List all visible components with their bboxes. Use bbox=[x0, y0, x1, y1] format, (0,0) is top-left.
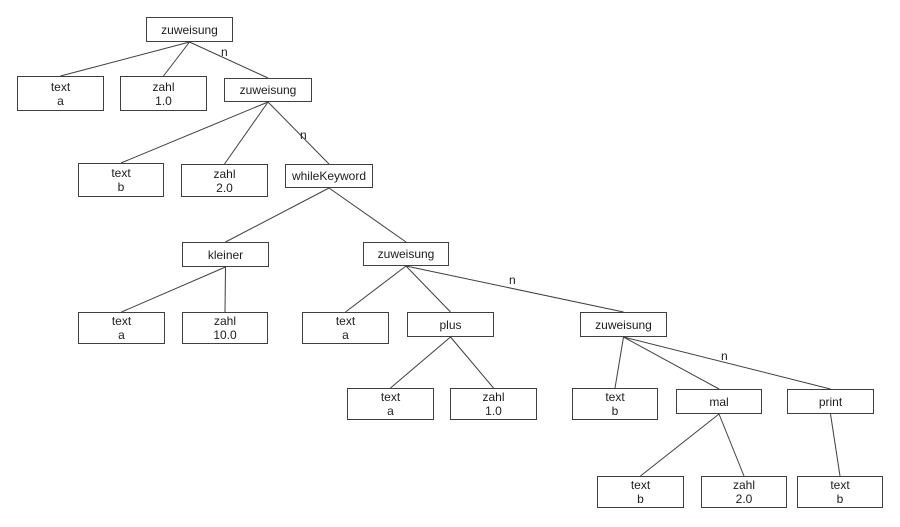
node-label-line: text bbox=[380, 390, 401, 404]
node-label-line: zuweisung bbox=[161, 22, 218, 37]
tree-node-zuweisung: zuweisung bbox=[363, 242, 449, 266]
node-label-line: 10.0 bbox=[213, 328, 237, 342]
node-label-line: whileKeyword bbox=[291, 169, 367, 183]
node-label-line: zahl bbox=[213, 166, 236, 181]
tree-edge bbox=[390, 336, 451, 389]
edge-label: n bbox=[300, 128, 307, 142]
node-label-line: text bbox=[111, 166, 131, 180]
node-label-line: zahl bbox=[152, 79, 175, 94]
tree-node-kleiner: kleiner bbox=[182, 242, 269, 267]
tree-edge bbox=[224, 266, 226, 313]
tree-node-zuweisung: zuweisung bbox=[224, 78, 312, 102]
node-label-line: zahl bbox=[732, 478, 755, 492]
tree-edge bbox=[623, 336, 720, 390]
node-label-line: 1.0 bbox=[155, 93, 172, 108]
node-label-line: text bbox=[830, 478, 850, 492]
node-label-line: zahl bbox=[213, 314, 236, 328]
node-label-line: text bbox=[630, 478, 651, 492]
node-label-line: b bbox=[611, 404, 619, 418]
edge-label: n bbox=[509, 273, 516, 287]
tree-edge bbox=[345, 265, 407, 313]
node-label-line: zahl bbox=[482, 390, 505, 404]
tree-edge bbox=[189, 41, 269, 79]
tree-edge bbox=[60, 41, 190, 77]
node-label-line: a bbox=[118, 328, 125, 342]
tree-node-zuweisung: zuweisung bbox=[146, 17, 233, 42]
tree-edge bbox=[121, 266, 226, 313]
tree-edge bbox=[830, 413, 841, 477]
tree-node-plus: plus bbox=[407, 312, 494, 337]
tree-edge bbox=[623, 336, 831, 390]
node-label-line: b bbox=[117, 180, 125, 194]
tree-node-zuweisung: zuweisung bbox=[580, 312, 667, 337]
edge-label: n bbox=[721, 349, 728, 363]
tree-edge bbox=[120, 101, 269, 164]
node-label-line: a bbox=[342, 328, 349, 342]
node-label-line: plus bbox=[439, 317, 462, 332]
tree-edge bbox=[163, 41, 190, 77]
node-label-line: text bbox=[111, 314, 132, 328]
node-label-line: text bbox=[605, 390, 625, 404]
tree-edge bbox=[328, 187, 407, 243]
node-label-line: 2.0 bbox=[216, 180, 233, 195]
tree-edge bbox=[718, 413, 745, 477]
tree-edge bbox=[224, 101, 269, 165]
tree-edge bbox=[267, 101, 330, 165]
edge-label: n bbox=[221, 45, 228, 59]
tree-node-mal: mal bbox=[676, 389, 762, 414]
tree-edge bbox=[405, 265, 451, 313]
node-label-line: a bbox=[387, 404, 394, 418]
node-label-line: kleiner bbox=[207, 247, 244, 262]
node-label-line: b bbox=[836, 492, 844, 506]
tree-edge bbox=[614, 336, 624, 389]
node-label-line: 2.0 bbox=[735, 492, 753, 506]
tree-edge bbox=[450, 336, 494, 389]
tree-edge bbox=[640, 413, 720, 477]
tree-node-print: print bbox=[787, 389, 874, 414]
node-label-line: text bbox=[50, 79, 71, 94]
node-label-line: zuweisung bbox=[239, 83, 297, 97]
node-label-line: mal bbox=[709, 394, 729, 409]
node-label-line: 1.0 bbox=[485, 404, 502, 418]
node-label-line: print bbox=[818, 394, 843, 409]
node-label-line: b bbox=[637, 492, 644, 506]
node-label-line: zuweisung bbox=[377, 247, 435, 261]
node-label-line: text bbox=[335, 314, 356, 328]
tree-node-whileKeyword: whileKeyword bbox=[285, 164, 373, 188]
node-label-line: a bbox=[57, 93, 64, 108]
node-label-line: zuweisung bbox=[595, 317, 652, 332]
